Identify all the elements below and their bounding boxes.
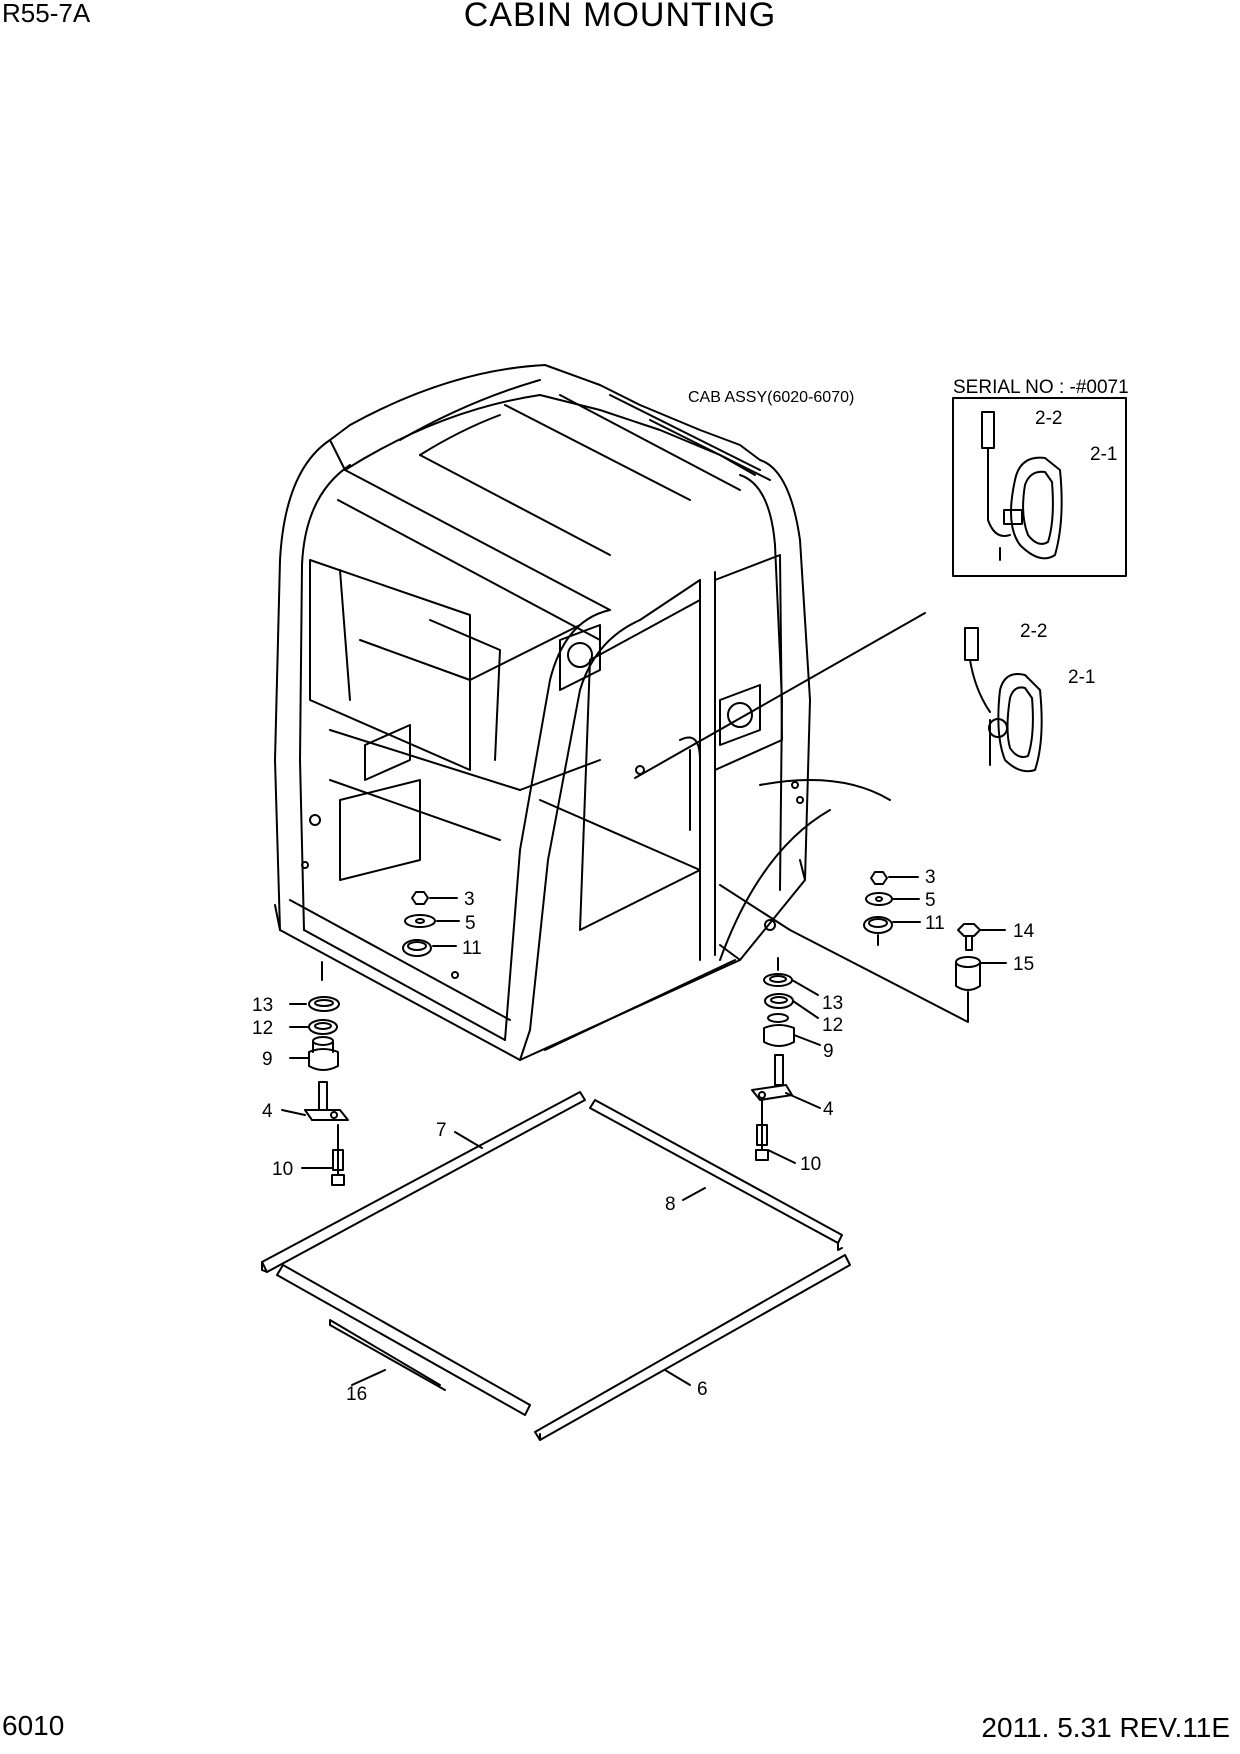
center-mount-parts (402, 891, 460, 957)
part-label-11-center: 11 (462, 938, 482, 959)
part-label-8: 8 (665, 1194, 676, 1215)
part-label-10-left: 10 (272, 1159, 293, 1180)
part-label-3-right: 3 (925, 867, 936, 888)
part-label-2-2-inset: 2-2 (1035, 408, 1062, 429)
part-label-6: 6 (697, 1379, 708, 1400)
part-label-4-right: 4 (823, 1099, 834, 1120)
page-number: 6010 (2, 1710, 65, 1741)
part-label-16: 16 (346, 1384, 367, 1405)
part-label-3-center: 3 (464, 889, 475, 910)
part-label-2-1: 2-1 (1068, 667, 1095, 688)
part-label-15: 15 (1013, 954, 1034, 975)
seal-strips (261, 1091, 851, 1441)
part-label-5-center: 5 (465, 913, 476, 934)
part-label-4-left: 4 (262, 1101, 273, 1122)
left-mount-stack (281, 961, 349, 1186)
right-mount-stack (751, 957, 821, 1164)
part-label-13-right: 13 (822, 993, 843, 1014)
part-label-13-left: 13 (252, 995, 273, 1016)
assembly-label: CAB ASSY(6020-6070) (688, 389, 854, 406)
serial-caption: SERIAL NO : -#0071 (953, 377, 1129, 398)
right-mount-parts (719, 871, 1007, 1023)
part-label-11-right: 11 (925, 913, 945, 934)
part-label-14: 14 (1013, 921, 1035, 942)
cabin-frame (274, 364, 891, 1061)
part-label-2-1-inset: 2-1 (1090, 444, 1117, 465)
part-label-9-right: 9 (823, 1041, 834, 1062)
part-label-2-2: 2-2 (1020, 621, 1047, 642)
revision-date: 2011. 5.31 REV.11E (981, 1712, 1230, 1743)
part-label-9-left: 9 (262, 1049, 273, 1070)
work-lamp (634, 612, 1043, 779)
part-label-12-right: 12 (822, 1015, 843, 1036)
part-label-10-right: 10 (800, 1154, 821, 1175)
part-label-7: 7 (436, 1120, 447, 1141)
part-label-5-right: 5 (925, 890, 936, 911)
part-label-12-left: 12 (252, 1018, 273, 1039)
model-code: R55-7A (2, 0, 91, 28)
serial-inset (952, 397, 1127, 577)
page-title: CABIN MOUNTING (463, 0, 777, 34)
